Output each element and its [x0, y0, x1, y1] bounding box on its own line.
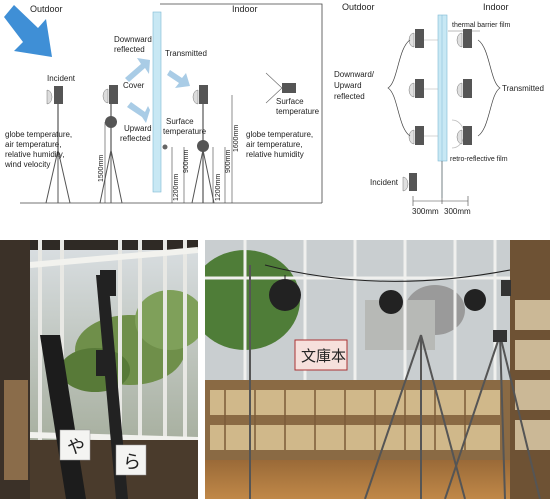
surface-sensor-dot — [162, 144, 168, 150]
right-transmitted-label: Transmitted — [502, 84, 544, 93]
surface-right-label-1: Surface — [276, 97, 304, 106]
surface-left-label-1: Surface — [166, 117, 194, 126]
outdoor-measure-4: wind velocity — [4, 160, 50, 169]
upward-label-2: reflected — [120, 134, 151, 143]
right-diagram: Outdoor Indoor thermal barrier film retr… — [330, 0, 550, 225]
incident-label: Incident — [47, 74, 76, 83]
sign-ra-text: ら — [123, 452, 141, 472]
incident-arrow — [4, 5, 52, 57]
indoor-measure-3: relative humidity — [246, 150, 304, 159]
surface-temperature-sensor — [265, 72, 296, 104]
globe-3 — [464, 289, 486, 311]
outdoor-measure-1: globe temperature, — [5, 130, 72, 139]
dim-900-right-label: 900mm — [225, 149, 232, 173]
outdoor-label: Outdoor — [30, 4, 63, 14]
transmitted-label: Transmitted — [165, 49, 207, 58]
outdoor-measure-3: relative humidity, — [5, 150, 64, 159]
cover-sensor — [99, 85, 123, 204]
sign-ya — [59, 429, 91, 461]
dim-1500-label: 1500mm — [98, 155, 105, 182]
sign-ra — [115, 444, 147, 476]
reflected-label-3: reflected — [334, 92, 365, 101]
dim-left-label: 300mm — [412, 207, 439, 216]
surface-right-label-2: temperature — [276, 107, 320, 116]
globe-2 — [379, 290, 403, 314]
room-outline — [160, 3, 323, 203]
left-diagram: Outdoor Indoor Incident — [0, 0, 330, 215]
cover-label: Cover — [123, 81, 145, 90]
surface-left-label-2: temperature — [163, 127, 207, 136]
right-incident-label: Incident — [370, 178, 399, 187]
transmitted-bracket — [477, 39, 501, 137]
dim-1200-left-label: 1200mm — [173, 174, 180, 201]
outdoor-measure-2: air temperature, — [5, 140, 61, 149]
right-indoor-label: Indoor — [483, 2, 509, 12]
thermal-barrier-film-label: thermal barrier film — [452, 22, 511, 29]
bunkobon-sign — [294, 339, 348, 371]
dim-900-left-label: 900mm — [183, 149, 190, 173]
indoor-label: Indoor — [232, 4, 258, 14]
right-outdoor-sensors — [408, 29, 438, 145]
sign-ya-text: や — [67, 437, 85, 457]
dim-right-label: 300mm — [444, 207, 471, 216]
downward-label-2: reflected — [114, 45, 145, 54]
transmitted-arrow — [167, 70, 190, 88]
dim-1200-right-label: 1200mm — [215, 174, 222, 201]
indoor-measure-2: air temperature, — [246, 140, 302, 149]
right-incident-sensor — [402, 173, 417, 192]
retro-reflective-film-label: retro-reflective film — [450, 156, 508, 163]
globe-1 — [269, 279, 301, 311]
upward-reflected-arrow — [127, 102, 150, 123]
right-glass-pane — [437, 14, 448, 162]
downward-label-1: Downward — [114, 35, 152, 44]
reflected-label-2: Upward — [334, 81, 362, 90]
glass-pane — [152, 11, 162, 193]
upward-label-1: Upward — [124, 124, 152, 133]
incident-sensor — [45, 86, 71, 204]
downward-reflected-arrow — [125, 58, 150, 82]
indoor-measure-1: globe temperature, — [246, 130, 313, 139]
reflected-label-1: Downward/ — [334, 70, 375, 79]
right-indoor-sensors — [451, 29, 472, 149]
dim-1600-label: 1600mm — [233, 125, 240, 152]
bunkobon-sign-text: 文庫本 — [301, 348, 346, 365]
right-outdoor-label: Outdoor — [342, 2, 375, 12]
transmitted-sensor — [191, 85, 215, 204]
photo-library-tripods: 文庫本 — [205, 240, 550, 499]
photo-window-sensors: や ら — [0, 240, 198, 499]
reflected-bracket — [387, 39, 411, 137]
